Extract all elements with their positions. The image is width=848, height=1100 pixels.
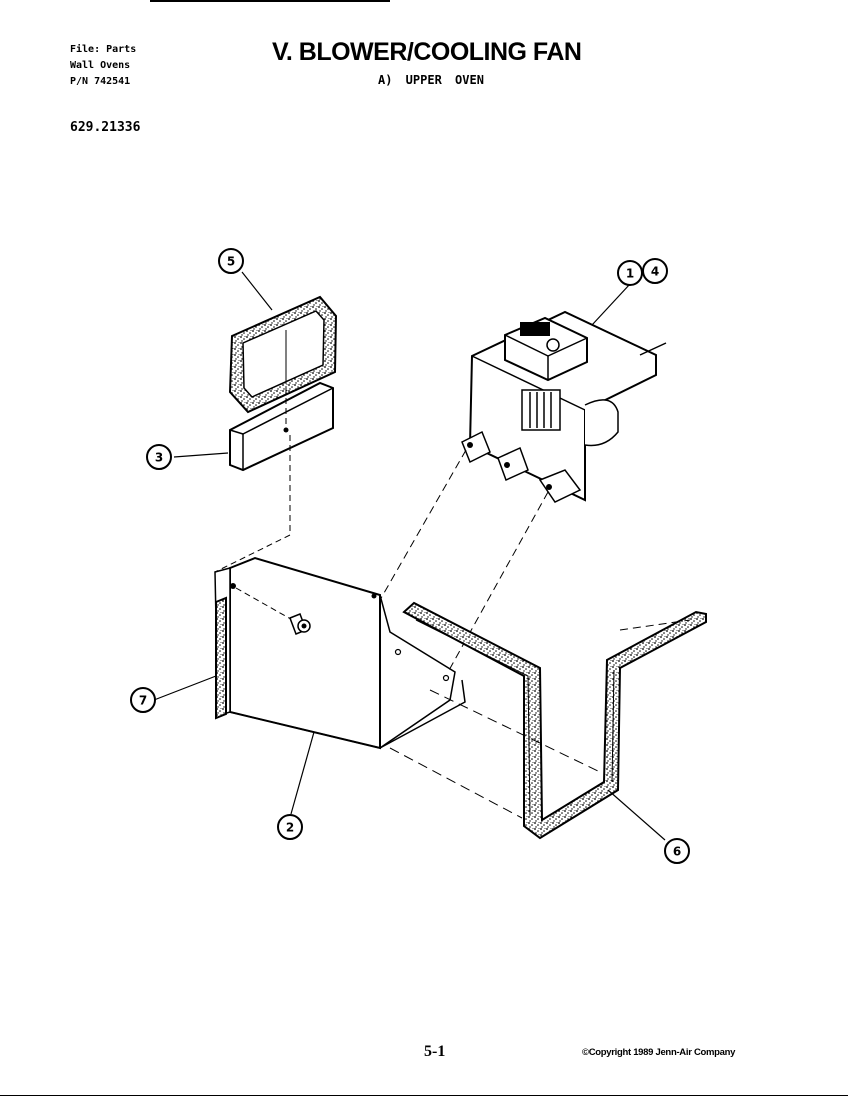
copyright-notice: ©Copyright 1989 Jenn-Air Company bbox=[582, 1047, 736, 1058]
callout-6: 6 bbox=[664, 838, 690, 864]
model-number: 629.21336 bbox=[70, 120, 141, 135]
page-title: V. BLOWER/COOLING FAN bbox=[272, 38, 582, 66]
block-part-3 bbox=[229, 381, 334, 472]
page-number: 5-1 bbox=[424, 1043, 446, 1060]
blower-assembly-part-1-4 bbox=[461, 310, 667, 503]
callout-label: 7 bbox=[139, 694, 147, 708]
file-info-line: Wall Ovens bbox=[70, 60, 131, 71]
bottom-rule bbox=[0, 1095, 848, 1096]
callout-label: 6 bbox=[673, 845, 681, 859]
bracket-part-2 bbox=[214, 556, 466, 750]
callout-label: 1 bbox=[626, 267, 634, 281]
file-info-line: File: Parts bbox=[70, 44, 137, 55]
callout-label: 2 bbox=[286, 821, 294, 835]
channel-gasket-part-6 bbox=[402, 601, 707, 840]
callout-label: 5 bbox=[227, 255, 235, 269]
callout-5: 5 bbox=[218, 248, 244, 274]
callout-label: 4 bbox=[651, 265, 659, 279]
callout-2: 2 bbox=[277, 814, 303, 840]
strip-part-7 bbox=[215, 596, 227, 720]
file-info: File: Parts Wall Ovens P/N 742541 bbox=[70, 42, 136, 90]
screw bbox=[235, 587, 311, 635]
callout-4: 4 bbox=[642, 258, 668, 284]
top-scan-rule bbox=[150, 0, 390, 2]
leader-lines bbox=[153, 271, 666, 841]
page-subtitle: A) UPPER OVEN bbox=[378, 73, 484, 87]
gasket-part-5 bbox=[228, 295, 338, 414]
callout-label: 3 bbox=[155, 451, 163, 465]
file-info-line: P/N 742541 bbox=[70, 76, 131, 87]
callout-1: 1 bbox=[617, 260, 643, 286]
callout-3: 3 bbox=[146, 444, 172, 470]
callout-7: 7 bbox=[130, 687, 156, 713]
